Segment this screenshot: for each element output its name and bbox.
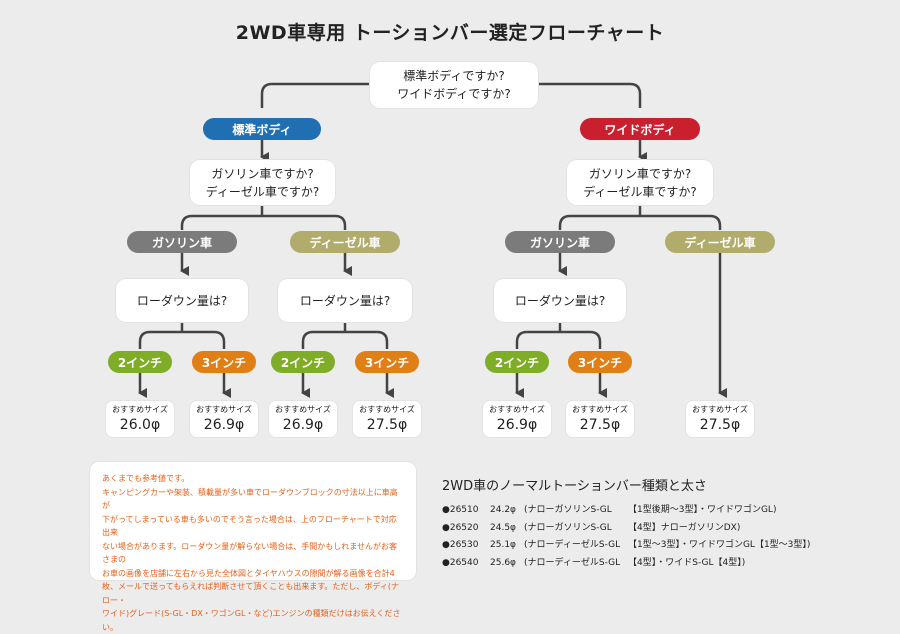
rec-std-diesel-2in: おすすめサイズ 26.9φ [269, 401, 337, 437]
rec-value: 26.9φ [282, 417, 324, 433]
reference-row: ●26530 25.1φ (ナローディーゼルS-GL 【1型〜3型】・ワイドワゴ… [442, 537, 882, 555]
reference-row: ●26520 24.5φ (ナローガソリンS-GL 【4型】ナローガソリンDX) [442, 520, 882, 538]
lowdown-question-std-diesel: ローダウン量は? [278, 279, 412, 322]
note-line: 枚、メールで送ってもらえれば判断させて頂くことも出来ます。ただし、ボディ(ナロー… [102, 582, 399, 605]
rec-label: おすすめサイズ [489, 405, 545, 414]
bar-size: 24.2φ [490, 505, 516, 515]
fuel-question-standard: ガソリン車ですか? ディーゼル車ですか? [190, 160, 335, 205]
reference-row: ●26540 25.6φ (ナローディーゼルS-GL 【4型】・ワイドS-GL【… [442, 555, 882, 573]
root-question-line1: 標準ボディですか? [403, 69, 505, 83]
root-question: 標準ボディですか? ワイドボディですか? [370, 62, 538, 108]
lowdown-question-text: ローダウン量は? [514, 293, 606, 308]
rec-std-gas-2in: おすすめサイズ 26.0φ [106, 401, 174, 437]
bar-size: 25.6φ [490, 557, 516, 568]
part-code: ●26510 [442, 505, 479, 515]
vehicle-model: 【1型後期〜3型】・ワイドワゴンGL) [628, 505, 777, 515]
rec-value: 27.5φ [579, 417, 621, 433]
bar-size: 25.1φ [490, 540, 516, 550]
three-inch-tag-wide-gas: 3インチ [568, 351, 632, 373]
page-title: 2WD車専用 トーションバー選定フローチャート [235, 22, 665, 44]
vehicle-model: 【4型】・ワイドS-GL【4型】) [628, 557, 746, 568]
rec-wide-gas-3in: おすすめサイズ 27.5φ [566, 401, 634, 437]
rec-label: おすすめサイズ [275, 405, 331, 414]
fuel-question-line2: ディーゼル車ですか? [205, 184, 320, 199]
diesel-tag-standard: ディーゼル車 [290, 231, 400, 253]
reference-note: あくまでも参考値です。 キャンピングカーや架装、積載量が多い車でローダウンブロッ… [90, 462, 416, 632]
vehicle-type: (ナローガソリンS-GL [524, 505, 612, 515]
note-line: ない場合があります。ローダウン量が解らない場合は、手間かもしれませんがお客さまの [102, 541, 397, 565]
lowdown-question-text: ローダウン量は? [136, 293, 228, 308]
note-line: 下がってしまっている車も多いのでそう言った場合は、上のフローチャートで対応出来 [102, 514, 397, 538]
rec-label: おすすめサイズ [572, 405, 628, 414]
rec-value: 26.9φ [496, 417, 538, 433]
vehicle-model: 【4型】ナローガソリンDX) [628, 522, 741, 533]
bar-size: 24.5φ [490, 522, 516, 533]
root-question-line2: ワイドボディですか? [397, 87, 511, 101]
wide-body-tag: ワイドボディ [580, 118, 700, 140]
rec-value: 27.5φ [699, 417, 741, 433]
note-line: キャンピングカーや架装、積載量が多い車でローダウンブロックの寸法以上に車高が [102, 487, 398, 511]
flow-connectors [138, 82, 727, 398]
rec-std-diesel-3in: おすすめサイズ 27.5φ [353, 401, 421, 437]
rec-label: おすすめサイズ [196, 405, 252, 414]
note-line: お車の画像を店舗に左右から見た全体図とタイヤハウスの隙間が解る画像を合計4 [102, 568, 395, 578]
standard-body-tag: 標準ボディ [203, 118, 321, 140]
rec-label: おすすめサイズ [359, 405, 415, 414]
gasoline-tag-wide: ガソリン車 [505, 231, 615, 253]
two-inch-tag-wide-gas: 2インチ [485, 351, 549, 373]
reference-title: 2WD車のノーマルトーションバー種類と太さ [442, 479, 707, 494]
rec-wide-gas-2in: おすすめサイズ 26.9φ [483, 401, 551, 437]
three-inch-tag-std-gas: 3インチ [192, 351, 256, 373]
two-inch-tag-std-diesel: 2インチ [271, 351, 335, 373]
three-inch-tag-std-diesel: 3インチ [355, 351, 419, 373]
diesel-tag-wide: ディーゼル車 [665, 231, 775, 253]
vehicle-type: (ナローディーゼルS-GL [524, 557, 621, 568]
vehicle-type: (ナローディーゼルS-GL [524, 540, 621, 550]
note-line: ワイド)グレード(S-GL・DX・ワゴンGL・など)エンジンの種類だけはお伝えく… [102, 609, 401, 632]
part-code: ●26540 [442, 557, 479, 568]
rec-label: おすすめサイズ [112, 405, 168, 414]
fuel-question-wide: ガソリン車ですか? ディーゼル車ですか? [567, 160, 713, 205]
vehicle-model: 【1型〜3型】・ワイドワゴンGL【1型〜3型】) [628, 540, 811, 550]
lowdown-question-text: ローダウン量は? [299, 293, 391, 308]
reference-row: ●26510 24.2φ (ナローガソリンS-GL 【1型後期〜3型】・ワイドワ… [442, 502, 882, 520]
rec-value: 26.0φ [119, 417, 161, 433]
vehicle-type: (ナローガソリンS-GL [524, 522, 612, 533]
rec-wide-diesel: おすすめサイズ 27.5φ [686, 401, 754, 437]
lowdown-question-wide-gas: ローダウン量は? [494, 279, 626, 322]
fuel-question-line1: ガソリン車ですか? [211, 166, 314, 181]
fuel-question-line1: ガソリン車ですか? [588, 166, 692, 181]
two-inch-tag-std-gas: 2インチ [108, 351, 172, 373]
reference-list: ●26510 24.2φ (ナローガソリンS-GL 【1型後期〜3型】・ワイドワ… [442, 502, 882, 572]
rec-value: 26.9φ [203, 417, 245, 433]
part-code: ●26520 [442, 522, 479, 533]
note-line: あくまでも参考値です。 [102, 474, 190, 483]
gasoline-tag-standard: ガソリン車 [127, 231, 237, 253]
rec-value: 27.5φ [366, 417, 408, 433]
fuel-question-line2: ディーゼル車ですか? [583, 184, 697, 199]
rec-label: おすすめサイズ [692, 405, 748, 414]
rec-std-gas-3in: おすすめサイズ 26.9φ [190, 401, 258, 437]
part-code: ●26530 [442, 540, 479, 550]
lowdown-question-std-gas: ローダウン量は? [116, 279, 248, 322]
